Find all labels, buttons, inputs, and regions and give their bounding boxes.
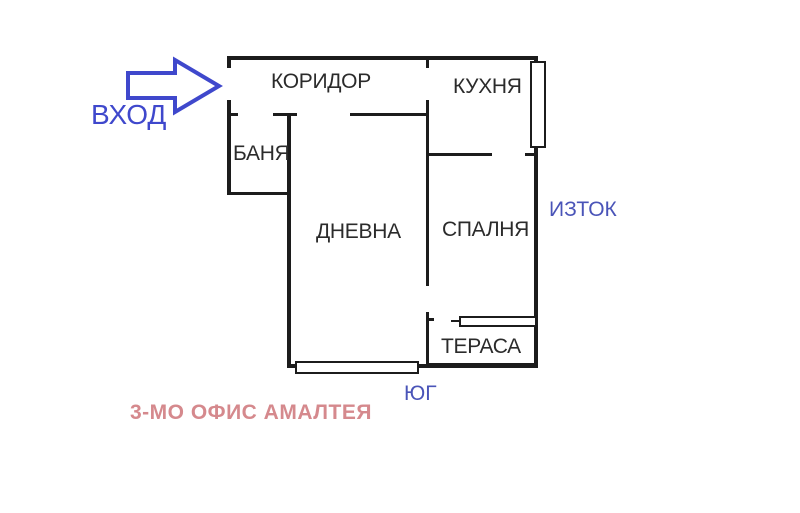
room-label-living-room: ДНЕВНА — [316, 220, 401, 243]
wall-corridor-bottom-mid — [273, 113, 297, 116]
wall-outer-left-lower — [227, 100, 231, 195]
wall-corridor-bottom-right — [350, 113, 429, 116]
room-label-bedroom: СПАЛНЯ — [442, 218, 530, 241]
bedroom-terrace-window — [459, 316, 537, 327]
living-room-window — [295, 361, 419, 374]
room-label-bathroom: БАНЯ — [233, 142, 290, 165]
wall-terrace-divider-tick — [426, 318, 434, 321]
room-label-terrace: ТЕРАСА — [441, 335, 521, 358]
room-label-kitchen: КУХНЯ — [453, 75, 522, 98]
wall-kitchen-bedroom-left — [426, 153, 492, 156]
wall-outer-right — [534, 56, 538, 368]
wall-kitchen-bedroom-right — [525, 153, 538, 156]
wall-central-vertical — [426, 100, 429, 286]
entrance-arrow-icon — [126, 56, 223, 116]
wall-living-room-left — [287, 113, 291, 368]
room-label-corridor: КОРИДОР — [271, 70, 371, 93]
wall-terrace-bottom — [426, 363, 538, 368]
watermark-text: 3-МО ОФИС АМАЛТЕЯ — [130, 401, 372, 424]
entrance-label: ВХОД — [91, 99, 167, 130]
wall-corridor-bottom-stub — [227, 113, 238, 116]
wall-outer-left-upper — [227, 56, 231, 68]
compass-label-east: ИЗТОК — [549, 198, 617, 221]
kitchen-window — [530, 61, 546, 148]
compass-label-south: ЮГ — [404, 382, 437, 405]
wall-bathroom-bottom — [227, 192, 291, 195]
wall-outer-top — [227, 56, 538, 60]
wall-terrace-divider-stub — [451, 320, 464, 322]
wall-kitchen-left-stub — [426, 59, 429, 68]
wall-terrace-left — [426, 312, 429, 366]
